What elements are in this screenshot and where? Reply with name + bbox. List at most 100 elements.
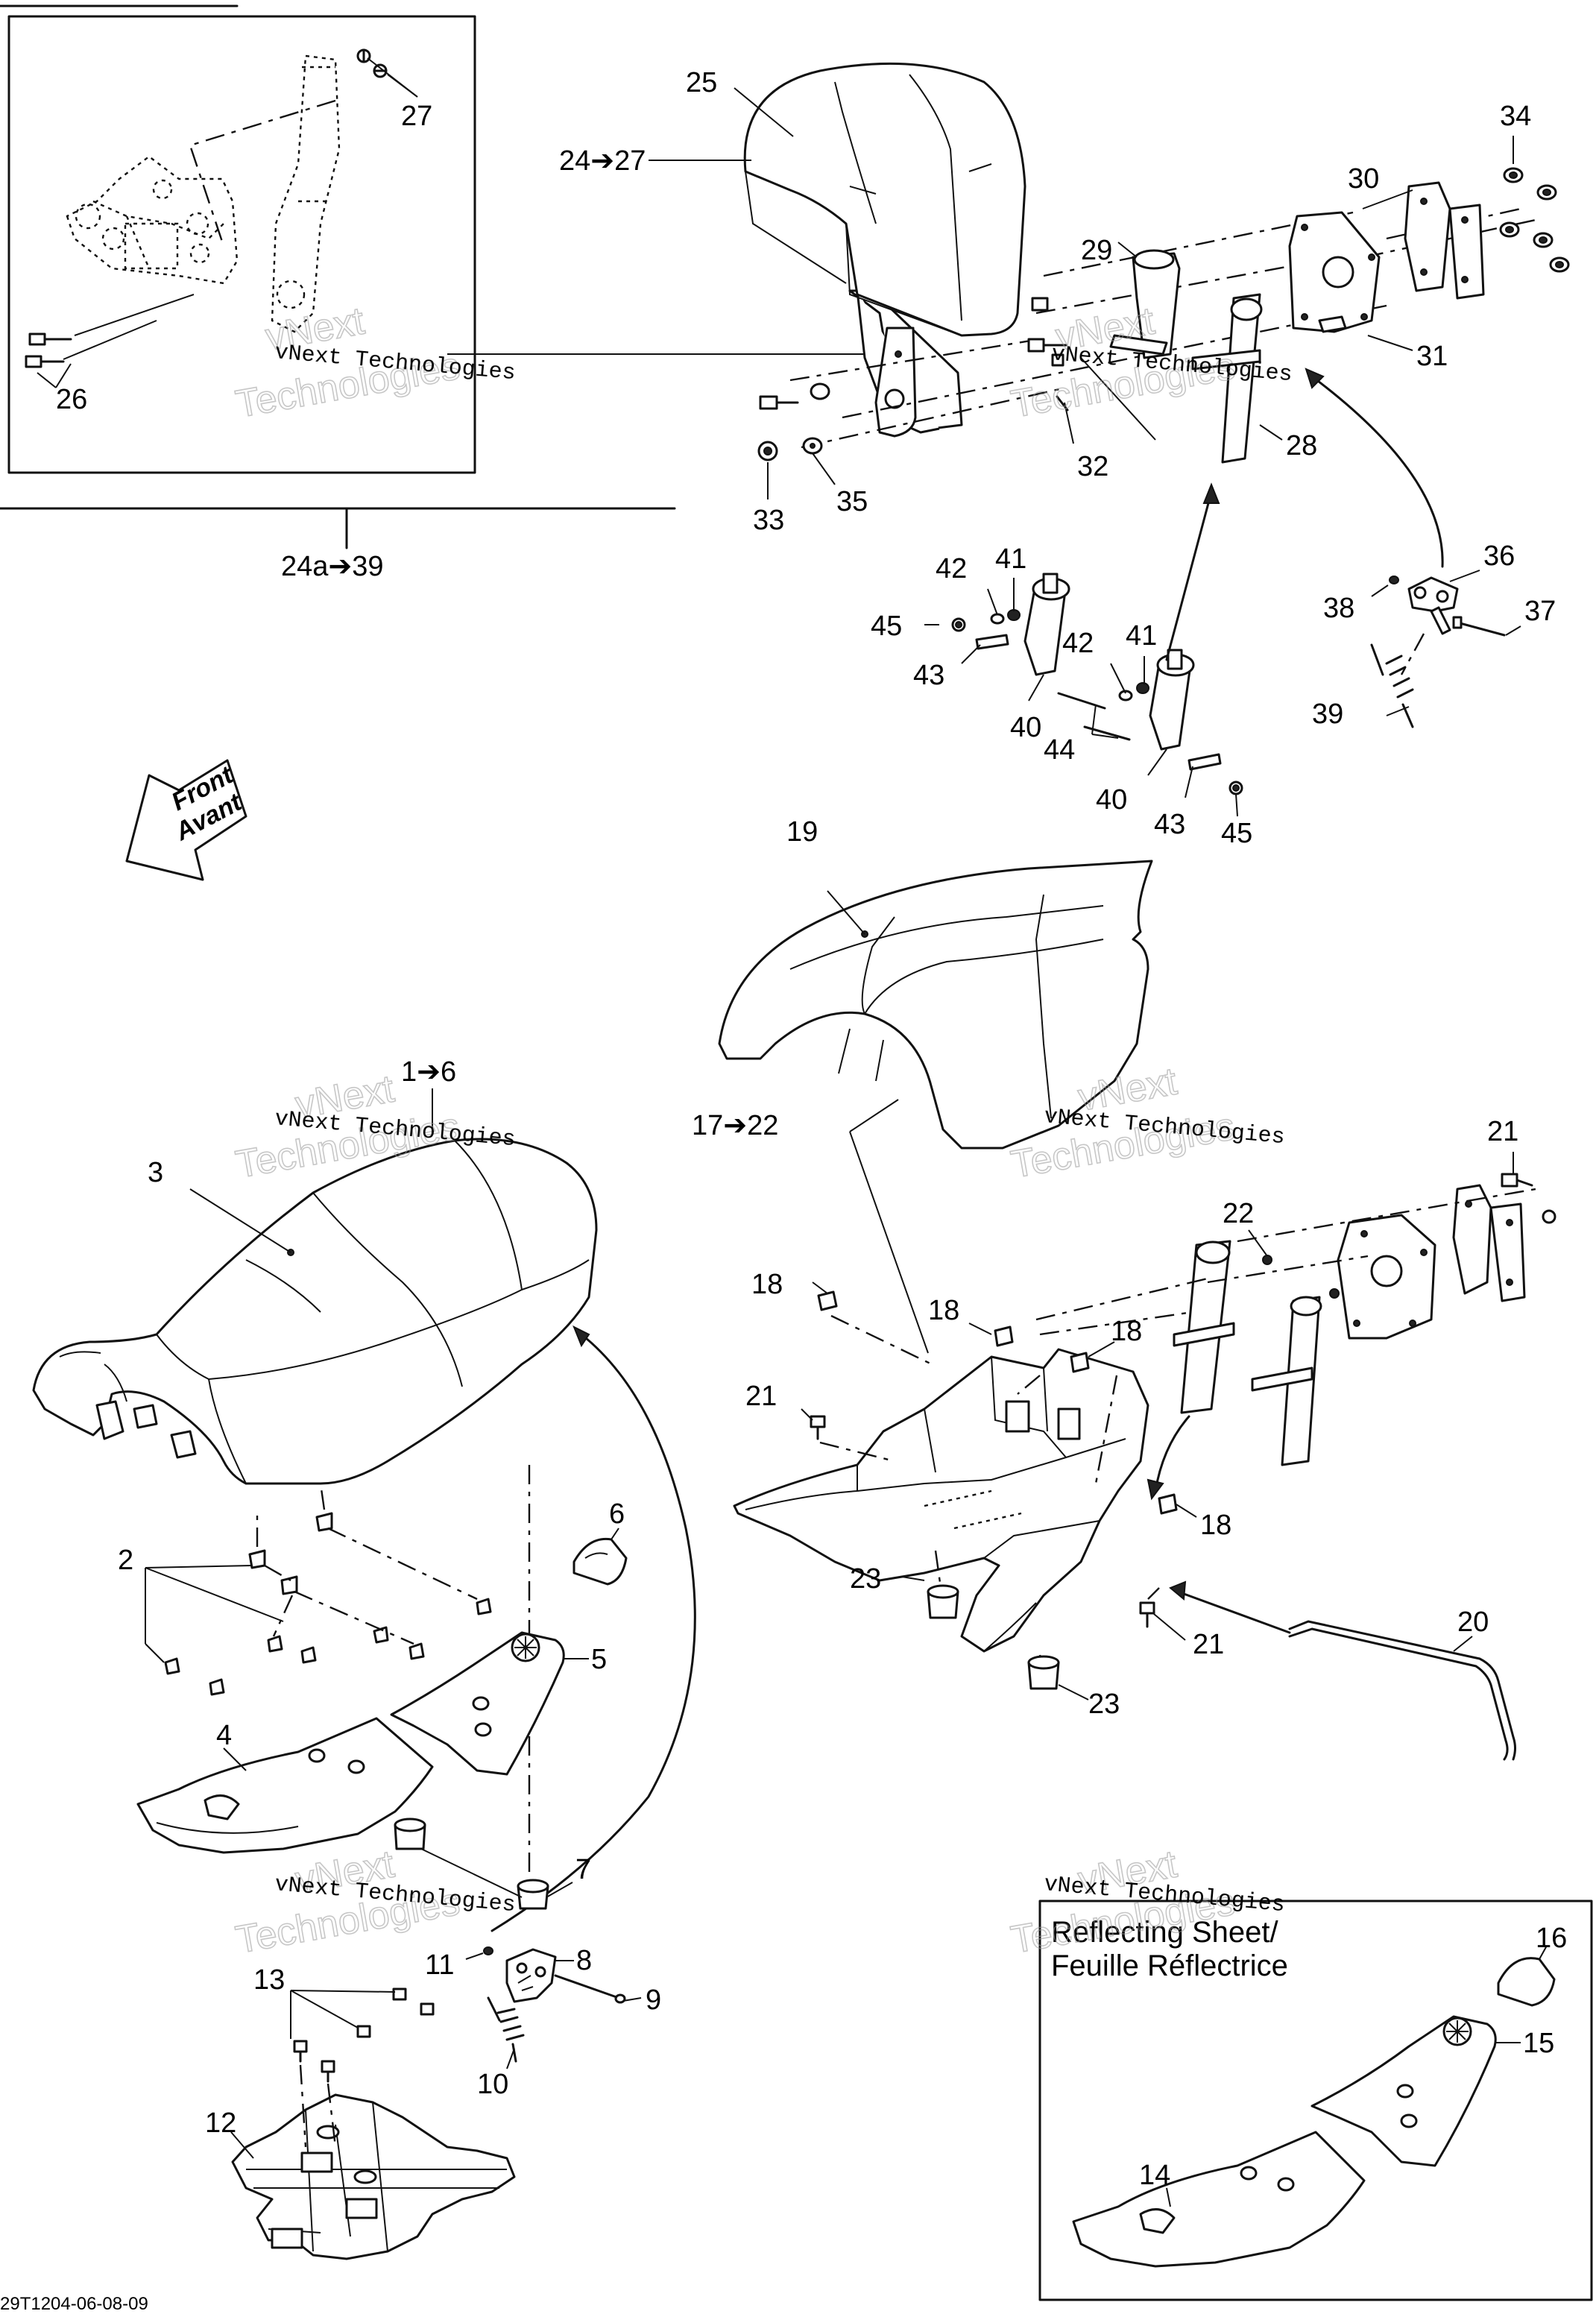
callout: 12	[205, 2107, 236, 2139]
clip-18a-icon	[812, 1281, 838, 1311]
nut-45-icon	[951, 617, 1243, 795]
passenger-seat-base-17	[733, 1348, 1149, 1653]
callout: 20	[1457, 1607, 1489, 1638]
clip-18d-icon	[1158, 1493, 1197, 1518]
callout: 27	[401, 101, 432, 132]
callout: 21	[1487, 1116, 1518, 1147]
pin-38-icon	[1389, 576, 1399, 584]
backrest-25	[743, 62, 1026, 438]
callout: 32	[1077, 451, 1108, 482]
callout: 3	[148, 1157, 163, 1188]
callout: 41	[1126, 620, 1157, 652]
callout: 15	[1523, 2028, 1554, 2059]
callout: 29	[1081, 235, 1112, 266]
callout: 6	[609, 1498, 625, 1530]
nut-icon	[1533, 232, 1554, 248]
spring-39-icon	[1370, 643, 1414, 728]
spring-10-icon	[487, 1996, 525, 2063]
nut-33-icon	[757, 441, 778, 461]
callout: 31	[1416, 341, 1448, 372]
rear-tube-left	[1173, 1240, 1235, 1414]
latch-tube-40a	[1023, 573, 1070, 676]
latch-tube-40b	[1149, 649, 1195, 751]
clip-18c-icon	[1070, 1341, 1115, 1373]
callout: 42	[936, 553, 967, 584]
callout: 43	[1154, 809, 1185, 840]
reflecting-sheet-title: Reflecting Sheet/	[1051, 1916, 1279, 1949]
tray-5	[390, 1631, 565, 1776]
washer-41-icon	[1007, 609, 1149, 694]
callout: 40	[1010, 712, 1041, 743]
callout: 24➔27	[559, 145, 646, 177]
callout: 38	[1323, 593, 1354, 624]
ring-11-icon	[483, 1946, 493, 1955]
callout-labels: 25 24➔27 27 26 24a➔39 34 30 29 31 28 32 …	[56, 67, 1567, 2191]
callout: 36	[1483, 540, 1515, 572]
callout: 8	[576, 1945, 592, 1976]
screw-21-icon	[1501, 1173, 1556, 1224]
screw-21b-icon	[810, 1415, 826, 1440]
callout: 7	[575, 1854, 591, 1885]
callout: 11	[425, 1949, 454, 1981]
tray-14	[1072, 2131, 1366, 2268]
bracket-29	[1109, 249, 1181, 359]
hinge-30	[1404, 181, 1485, 300]
latch-8	[505, 1948, 557, 2003]
callout: 9	[646, 1984, 661, 2016]
front-direction-arrow: Front Avant	[125, 759, 247, 881]
callout: 14	[1139, 2160, 1170, 2191]
driver-seat-3	[32, 1138, 598, 1485]
reflecting-sheet-box: Reflecting Sheet/ Feuille Réflectrice	[1038, 1900, 1593, 2301]
passenger-seat-cover-19	[718, 860, 1153, 1150]
callout: 34	[1500, 101, 1531, 132]
washer-35-icon	[802, 382, 830, 455]
callout: 18	[928, 1295, 959, 1326]
rear-tube-right	[1251, 1296, 1322, 1466]
watermark-company-text: vNext Technologies vNext Technologies vN…	[274, 340, 1293, 1918]
bumper-23a-icon	[927, 1584, 959, 1619]
callout: 21	[1193, 1629, 1224, 1660]
screw-26a-icon	[28, 332, 72, 346]
callout: 43	[913, 660, 944, 691]
clip-6-icon	[573, 1537, 628, 1586]
callout: 23	[1088, 1689, 1120, 1720]
callout: 24a➔39	[281, 551, 384, 582]
callout: 18	[1111, 1316, 1142, 1347]
callout: 21	[745, 1381, 777, 1412]
nut-icon	[1499, 221, 1520, 238]
screw-13-icon	[293, 1987, 435, 2083]
callout: 2	[118, 1545, 133, 1576]
callout: 19	[786, 816, 818, 848]
callout: 39	[1312, 699, 1343, 730]
pin-43-icon	[975, 634, 1222, 771]
callout: 40	[1096, 784, 1127, 816]
drawing-code: 29T1204-06-08-09	[0, 2294, 148, 2314]
bumper-23b-icon	[1027, 1655, 1060, 1690]
callout: 44	[1044, 734, 1075, 766]
tube-28	[1191, 293, 1263, 464]
nut-34-icon	[1503, 167, 1524, 183]
grommet-2-icon	[164, 1512, 492, 1696]
callout: 25	[686, 67, 717, 98]
bolt-27a-icon	[356, 48, 371, 63]
bolt-33-icon	[759, 395, 799, 410]
rear-plate	[1337, 1214, 1436, 1340]
latch-36	[1407, 576, 1459, 635]
nut-icon	[1536, 184, 1557, 201]
callout: 45	[871, 611, 902, 642]
clip-16-icon	[1497, 1957, 1556, 2007]
screw-21c-icon	[1139, 1601, 1155, 1628]
tray-4	[136, 1717, 434, 1854]
callout: 35	[836, 486, 868, 517]
callout: 26	[56, 384, 87, 415]
plate-31	[1288, 211, 1381, 333]
callout: 41	[995, 543, 1026, 575]
rear-hinge	[1452, 1184, 1526, 1302]
callout: 30	[1348, 163, 1379, 195]
callout: 45	[1221, 818, 1252, 849]
pin-37-icon	[1452, 616, 1506, 637]
callout: 18	[1200, 1510, 1231, 1541]
callout: 13	[253, 1964, 285, 1996]
callout: 28	[1286, 430, 1317, 461]
